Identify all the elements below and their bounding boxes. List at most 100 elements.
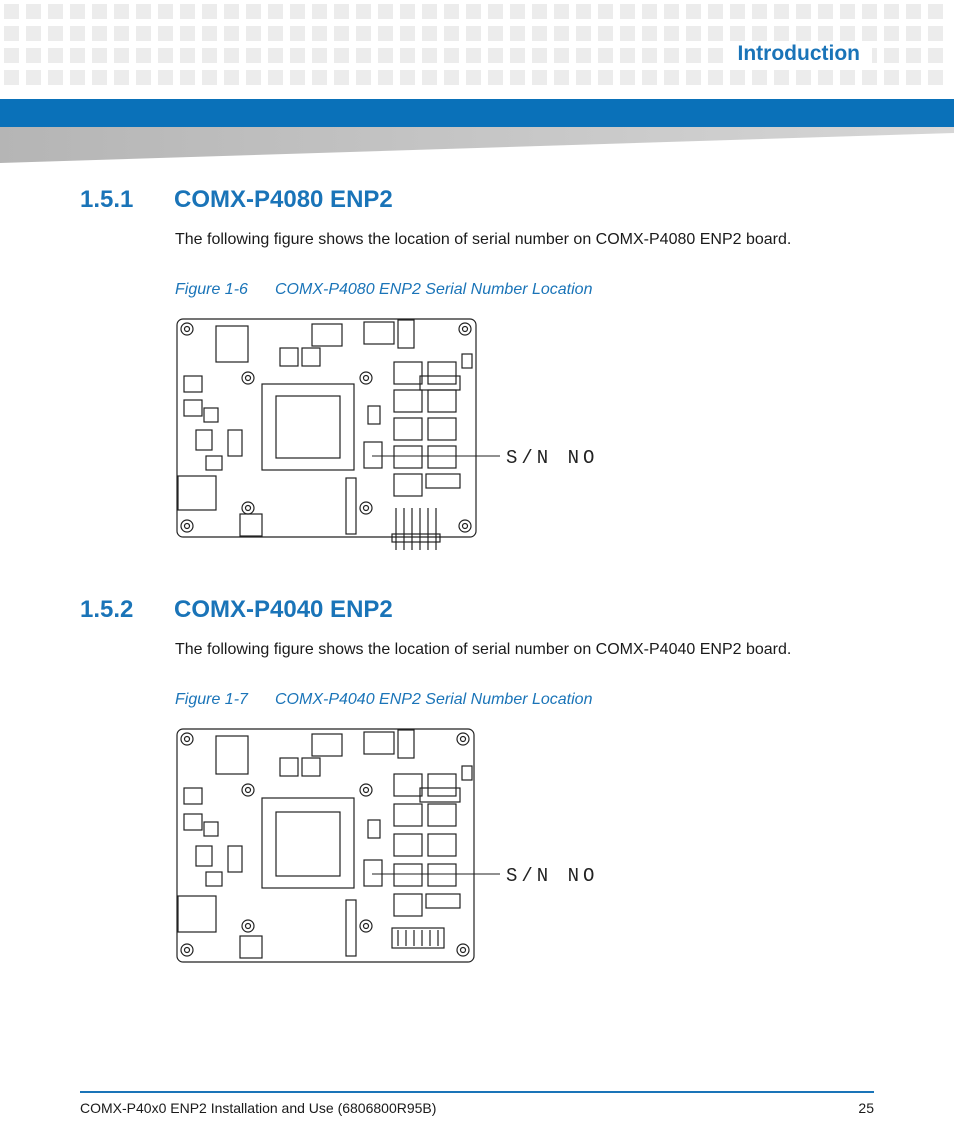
figure-caption: Figure 1-7 COMX-P4040 ENP2 Serial Number … [175, 691, 592, 709]
header-dot [92, 48, 107, 63]
header-dot [48, 26, 63, 41]
figure-title: COMX-P4040 ENP2 Serial Number Location [275, 691, 593, 708]
header-dot [906, 4, 921, 19]
header-dot [664, 48, 679, 63]
header-dot [136, 4, 151, 19]
header-dot [48, 4, 63, 19]
header-dot [642, 48, 657, 63]
header-dot [620, 48, 635, 63]
header-dot [158, 48, 173, 63]
header-dot [576, 48, 591, 63]
header-dot [818, 70, 833, 85]
running-header-section: Introduction [725, 42, 872, 66]
figure-title: COMX-P4080 ENP2 Serial Number Location [275, 281, 593, 298]
header-dot [26, 70, 41, 85]
header-dot [884, 4, 899, 19]
header-dot [290, 48, 305, 63]
header-dot [400, 48, 415, 63]
header-dot [246, 48, 261, 63]
header-dot [884, 26, 899, 41]
header-dot [158, 4, 173, 19]
header-dot [862, 26, 877, 41]
figure-label: Figure 1-7 [175, 691, 248, 708]
header-dot [774, 4, 789, 19]
header-dot [664, 70, 679, 85]
header-dot [180, 48, 195, 63]
header-dot [510, 48, 525, 63]
header-dot [642, 26, 657, 41]
header-dot [48, 48, 63, 63]
header-dot [598, 70, 613, 85]
header-dot [796, 26, 811, 41]
header-dot [422, 48, 437, 63]
header-dot [4, 70, 19, 85]
header-dot [136, 70, 151, 85]
header-dot [356, 48, 371, 63]
header-dot-row [4, 4, 943, 19]
header-dot [224, 70, 239, 85]
header-dot [224, 48, 239, 63]
header-dot [884, 70, 899, 85]
header-dot [488, 4, 503, 19]
header-dot [928, 4, 943, 19]
header-dot-row [4, 26, 943, 41]
header-dot [312, 70, 327, 85]
header-dot [334, 26, 349, 41]
header-dot [554, 70, 569, 85]
header-dot [466, 48, 481, 63]
header-dot [334, 70, 349, 85]
header-dot [664, 26, 679, 41]
header-dot [620, 70, 635, 85]
footer-rule [80, 1091, 874, 1093]
header-dot [642, 4, 657, 19]
header-dot [312, 26, 327, 41]
header-dot [334, 48, 349, 63]
header-dot [114, 70, 129, 85]
header-dot [92, 4, 107, 19]
header-dot [532, 48, 547, 63]
header-dot [158, 26, 173, 41]
header-dot [268, 70, 283, 85]
section-paragraph: The following figure shows the location … [175, 641, 792, 658]
header-dot [730, 26, 745, 41]
header-dot [224, 4, 239, 19]
header-dot [202, 48, 217, 63]
header-dot-row [4, 48, 943, 63]
figure-label: Figure 1-6 [175, 281, 248, 298]
header-dot [840, 70, 855, 85]
serial-number-callout: S/N NO [506, 865, 596, 887]
header-dot [906, 70, 921, 85]
header-dot [554, 48, 569, 63]
header-dot [114, 4, 129, 19]
header-dot [664, 4, 679, 19]
header-dot [444, 70, 459, 85]
header-blue-bar [0, 99, 954, 127]
header-dot [268, 4, 283, 19]
header-dot [70, 70, 85, 85]
header-dot [444, 4, 459, 19]
header-dot [906, 48, 921, 63]
header-dot [686, 26, 701, 41]
header-dot [334, 4, 349, 19]
header-dot [444, 26, 459, 41]
header-dot [378, 26, 393, 41]
header-dot [730, 4, 745, 19]
header-dot [884, 48, 899, 63]
header-dot [158, 70, 173, 85]
header-dot [862, 4, 877, 19]
header-dot [686, 48, 701, 63]
header-dot [466, 4, 481, 19]
header-dot [444, 48, 459, 63]
section-title: COMX-P4080 ENP2 [174, 186, 393, 213]
header-dot [268, 26, 283, 41]
header-dot [92, 70, 107, 85]
header-dot [92, 26, 107, 41]
header-dot [730, 70, 745, 85]
header-dot [378, 48, 393, 63]
board-drawing-p4040: S/N NO [176, 728, 596, 963]
header-dot [180, 26, 195, 41]
header-dot [26, 48, 41, 63]
header-dot [752, 26, 767, 41]
